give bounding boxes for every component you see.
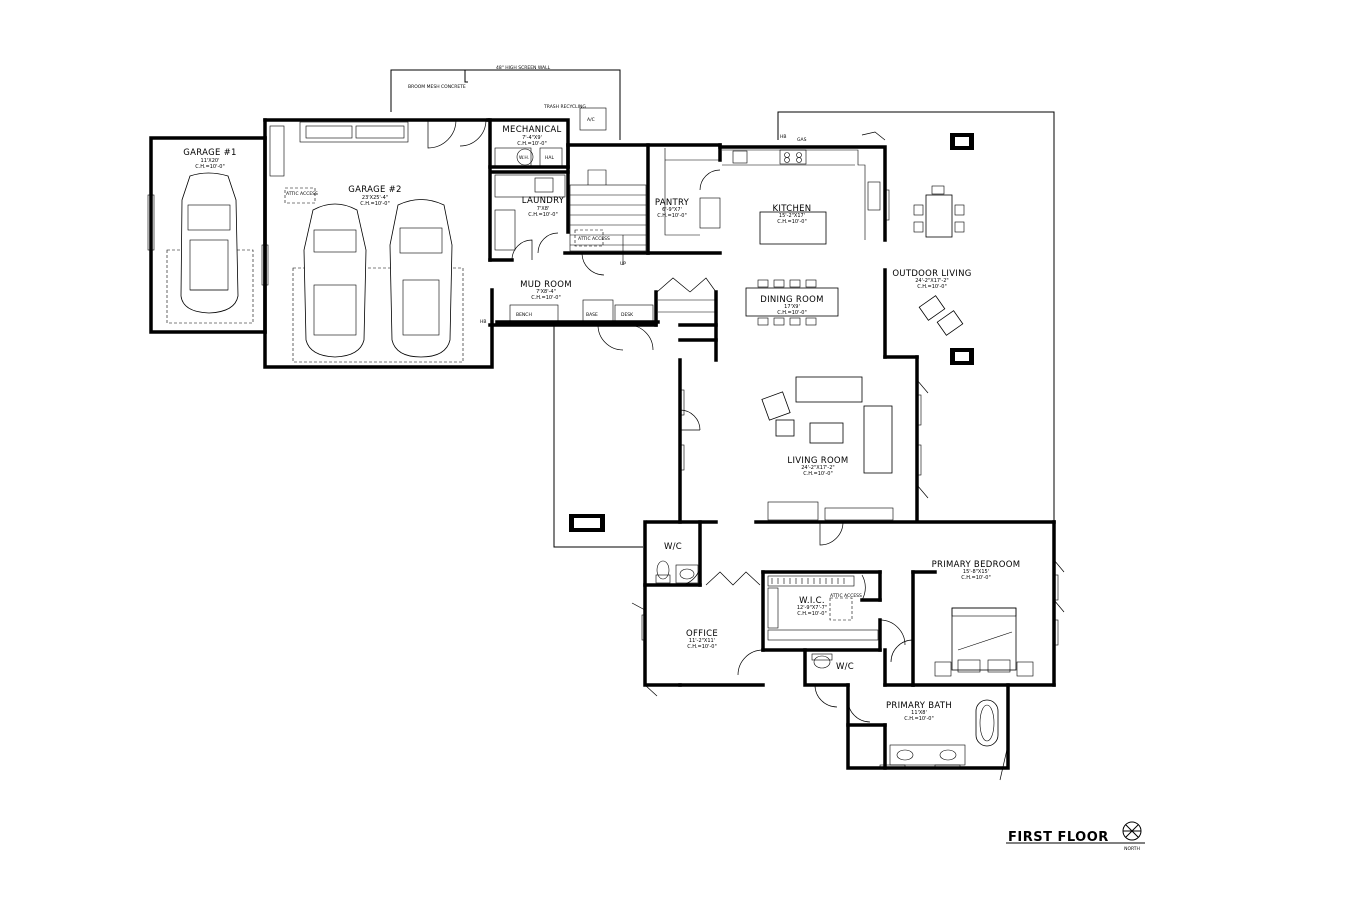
pantry-fixtures [664,148,721,236]
hose-bib-note-2: HB [780,134,786,140]
office-ch: C.H.=10'-0" [687,644,717,650]
living-furniture [761,376,894,521]
trash-note: TRASH RECYCLING [543,104,586,110]
dining-name: DINING ROOM [760,295,824,305]
walls [149,118,1056,770]
office-name: OFFICE [686,629,718,639]
bench-note: BENCH [516,312,532,318]
mechanical-name: MECHANICAL [502,125,561,135]
kitchen-ch: C.H.=10'-0" [777,219,807,225]
primary-bedroom-dims: 15'-8"X15' [963,569,989,575]
drawing-title: FIRST FLOOR [1008,830,1109,845]
garage2-ch: C.H.=10'-0" [360,201,390,207]
living-name: LIVING ROOM [787,456,848,466]
cars-garage2 [292,199,464,363]
attic-access-note-1: ATTIC ACCESS [286,191,318,197]
mechanical-dims: 7'-4"X9' [522,135,542,141]
desk-note: DESK [621,312,634,318]
pantry-name: PANTRY [655,198,690,208]
concrete-note: BROOM MESH CONCRETE [408,84,466,90]
dining-table [745,279,839,326]
hose-bib-note-1: HB [480,319,486,325]
notes: 48" HIGH SCREEN WALL BROOM MESH CONCRETE… [286,65,862,599]
primary-bed [934,607,1034,677]
fixtures-utility [494,107,607,251]
dining-dims: 17'X9' [784,304,800,310]
primary-bedroom-name: PRIMARY BEDROOM [932,560,1021,570]
dining-ch: C.H.=10'-0" [777,310,807,316]
mudroom-built-ins [509,299,716,323]
ac-note: A/C [587,117,595,123]
garage1-dims: 11'X20' [201,158,220,164]
living-dims: 24'-2"X17'-2" [801,465,834,471]
mechanical-ch: C.H.=10'-0" [517,141,547,147]
garage2-dims: 23'X25'-4" [362,195,388,201]
north-label: NORTH [1124,846,1140,852]
bath-fixtures [655,560,999,766]
garage2-name: GARAGE #2 [348,185,402,195]
wic-dims: 12'-9"X7'-7" [797,605,827,611]
wic-name: W.I.C. [799,596,825,606]
attic-access-note-2: ATTIC ACCESS [830,593,862,599]
site-outline [390,69,1055,548]
mudroom-ch: C.H.=10'-0" [531,295,561,301]
wh-note: W.H. [519,155,529,161]
laundry-name: LAUNDRY [522,196,565,206]
primary-bath-name: PRIMARY BATH [886,701,952,711]
living-ch: C.H.=10'-0" [803,471,833,477]
stair-attic-note: ATTIC ACCESS [578,236,610,242]
primary-bath-ch: C.H.=10'-0" [904,716,934,722]
north-arrow [1122,821,1142,841]
hal-note: HAL [545,155,554,161]
outdoor-dims: 24'-2"X17'-2" [915,278,948,284]
wc2-name: W/C [836,662,854,672]
garage-shelving [269,121,409,204]
wic-shelving [767,575,879,641]
stair [569,169,647,265]
laundry-dims: 7'X8' [537,206,550,212]
outdoor-name: OUTDOOR LIVING [892,269,971,279]
laundry-ch: C.H.=10'-0" [528,212,558,218]
garage1-name: GARAGE #1 [183,148,237,158]
room-labels: GARAGE #1 11'X20' C.H.=10'-0" GARAGE #2 … [183,125,1020,722]
kitchen-name: KITCHEN [773,204,812,214]
office-dims: 11'-2"X11' [689,638,715,644]
kitchen-fixtures [722,149,881,245]
stair-up-note: UP [620,261,626,267]
primary-bath-dims: 11'X8' [911,710,927,716]
gas-note: GAS [797,137,807,143]
car-garage1 [166,172,254,324]
outdoor-furniture [569,133,974,532]
mudroom-dims: 7'X8'-4" [536,289,556,295]
mudroom-name: MUD ROOM [520,280,572,290]
pantry-dims: 6'-9"X7' [662,207,682,213]
wic-ch: C.H.=10'-0" [797,611,827,617]
windows [147,189,1059,770]
wc1-name: W/C [664,542,682,552]
primary-bedroom-ch: C.H.=10'-0" [961,575,991,581]
base-note: BASE [586,312,598,318]
screen-wall-note: 48" HIGH SCREEN WALL [496,65,551,71]
garage1-ch: C.H.=10'-0" [195,164,225,170]
outdoor-ch: C.H.=10'-0" [917,284,947,290]
kitchen-dims: 15'-2"X17' [779,213,805,219]
doors [427,119,1065,781]
pantry-ch: C.H.=10'-0" [657,213,687,219]
